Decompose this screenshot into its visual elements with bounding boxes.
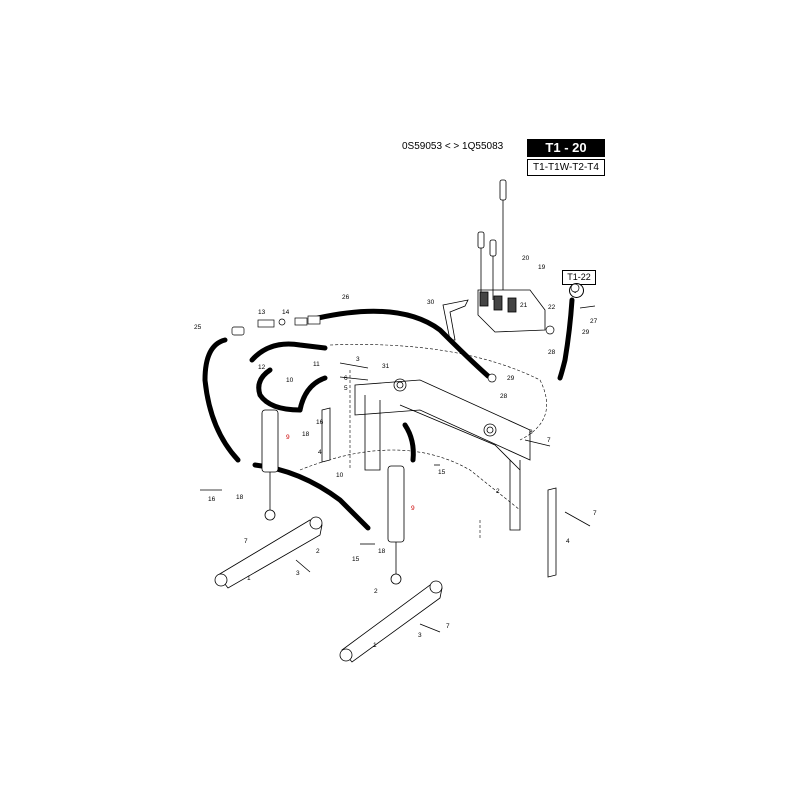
callout-31: 31 bbox=[382, 363, 390, 370]
callout-8: 8 bbox=[529, 429, 533, 436]
control-valve bbox=[442, 179, 546, 341]
callout-1-right: 1 bbox=[373, 642, 377, 649]
callout-7-right-link: 7 bbox=[446, 623, 450, 630]
callout-7: 7 bbox=[547, 437, 551, 444]
callout-6: 6 bbox=[344, 375, 348, 382]
lift-cylinder-right bbox=[387, 465, 405, 585]
callout-15-lower: 15 bbox=[352, 556, 360, 563]
callout-5: 5 bbox=[344, 385, 348, 392]
bolts bbox=[200, 305, 596, 633]
callout-11: 11 bbox=[313, 361, 320, 368]
callout-18-left: 18 bbox=[236, 494, 244, 501]
callout-13: 13 bbox=[258, 309, 266, 316]
callout-4-right: 4 bbox=[566, 538, 570, 545]
model-list-badge: T1-T1W-T2-T4 bbox=[527, 159, 605, 176]
callout-2: 2 bbox=[496, 488, 500, 495]
callout-9: 9 bbox=[286, 434, 290, 441]
callout-29-right: 29 bbox=[582, 329, 590, 336]
callout-2-right-link: 2 bbox=[374, 588, 378, 595]
lift-frame bbox=[354, 378, 531, 531]
callout-25: 25 bbox=[194, 324, 202, 331]
callout-21: 21 bbox=[520, 302, 528, 309]
callout-18: 18 bbox=[302, 431, 310, 438]
callout-19: 19 bbox=[538, 264, 546, 271]
callout-30: 30 bbox=[427, 299, 435, 306]
callout-12: 12 bbox=[258, 364, 266, 371]
callout-15: 15 bbox=[438, 469, 446, 476]
lift-brackets bbox=[321, 407, 557, 578]
serial-range: 0S59053 < > 1Q55083 bbox=[402, 141, 504, 152]
callout-16-lower: 16 bbox=[208, 496, 216, 503]
callout-27: 27 bbox=[590, 318, 598, 325]
lower-link-left bbox=[214, 516, 323, 589]
callout-labels: 20 19 30 21 22 26 25 27 29 28 12 10 6 5 … bbox=[194, 255, 598, 649]
callout-7-right: 7 bbox=[593, 510, 597, 517]
hydraulic-hoses bbox=[202, 297, 575, 531]
callout-16: 16 bbox=[316, 419, 324, 426]
callout-4: 4 bbox=[318, 449, 322, 456]
callout-3: 3 bbox=[356, 356, 360, 363]
callout-2-link: 2 bbox=[316, 548, 320, 555]
callout-28: 28 bbox=[500, 393, 508, 400]
callout-3-right: 3 bbox=[418, 632, 422, 639]
callout-20: 20 bbox=[522, 255, 530, 262]
callout-10-lower: 10 bbox=[336, 472, 344, 479]
lift-cylinder-left bbox=[261, 409, 279, 521]
callout-26: 26 bbox=[342, 294, 350, 301]
callout-10: 10 bbox=[286, 377, 294, 384]
callout-9-lower: 9 bbox=[411, 505, 415, 512]
page-code-badge: T1 - 20 bbox=[527, 139, 605, 157]
callout-29: 29 bbox=[507, 375, 515, 382]
hose-fittings bbox=[231, 283, 580, 383]
callout-1: 1 bbox=[247, 575, 251, 582]
callout-14: 14 bbox=[282, 309, 290, 316]
callout-7-link: 7 bbox=[244, 538, 248, 545]
callout-18-lower: 18 bbox=[378, 548, 386, 555]
lower-link-right bbox=[339, 580, 443, 663]
callout-3-link: 3 bbox=[296, 570, 300, 577]
callout-22: 22 bbox=[548, 304, 556, 311]
callout-28-bottom: 28 bbox=[548, 349, 556, 356]
